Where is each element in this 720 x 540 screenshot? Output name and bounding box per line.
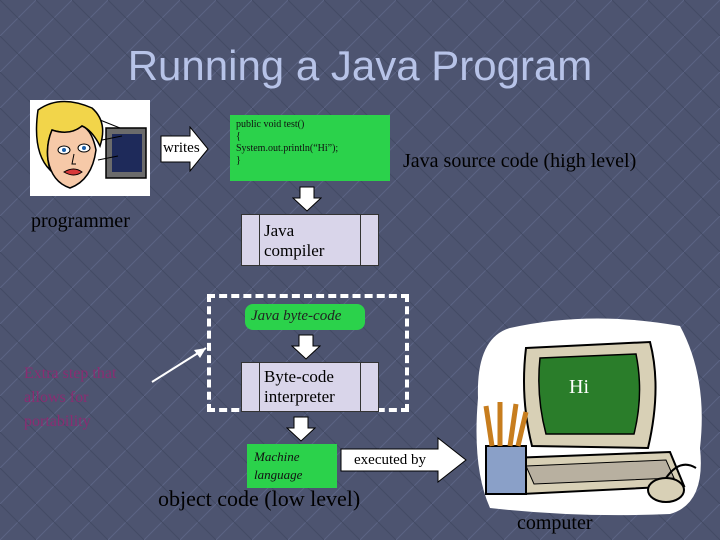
compiler-line: compiler — [264, 241, 325, 260]
interpreter-box: Byte-code interpreter — [241, 362, 379, 412]
source-code-box: public void test() { System.out.println(… — [230, 115, 390, 181]
screen-text: Hi — [569, 376, 589, 398]
down-arrow-to-interpreter — [291, 334, 321, 360]
code-line: { — [236, 131, 241, 142]
interpreter-line: interpreter — [264, 387, 335, 406]
executed-by-label: executed by — [354, 452, 427, 468]
note-pointer-line — [151, 347, 207, 383]
computer-label: computer — [517, 512, 593, 534]
note-line: allows for — [24, 389, 89, 406]
writes-arrow — [160, 126, 209, 172]
programmer-label: programmer — [31, 210, 130, 232]
interpreter-line: Byte-code — [264, 367, 334, 386]
object-code-label: object code (low level) — [158, 486, 361, 511]
code-line: } — [236, 155, 241, 166]
down-arrow-to-compiler — [292, 186, 322, 212]
writes-label: writes — [163, 140, 200, 156]
code-line: System.out.println(“Hi”); — [236, 143, 339, 154]
byte-code-label: Java byte-code — [251, 308, 342, 324]
portability-note: Extra step that allows for portability — [24, 362, 116, 434]
machine-line: Machine — [254, 449, 300, 464]
compiler-line: Java — [264, 221, 295, 240]
java-compiler-box: Java compiler — [241, 214, 379, 266]
machine-language-box: Machine language — [247, 444, 337, 488]
slide-title: Running a Java Program — [127, 42, 593, 89]
executed-by-arrow — [340, 437, 467, 483]
note-line: portability — [24, 413, 91, 430]
programmer-illustration — [30, 100, 150, 196]
machine-line: language — [254, 467, 303, 482]
code-line: public void test() — [236, 119, 305, 130]
down-arrow-to-machine — [286, 416, 316, 442]
byte-code-box: Java byte-code — [245, 304, 365, 330]
note-line: Extra step that — [24, 365, 117, 382]
source-code-label: Java source code (high level) — [403, 150, 637, 172]
computer-illustration — [476, 318, 702, 516]
